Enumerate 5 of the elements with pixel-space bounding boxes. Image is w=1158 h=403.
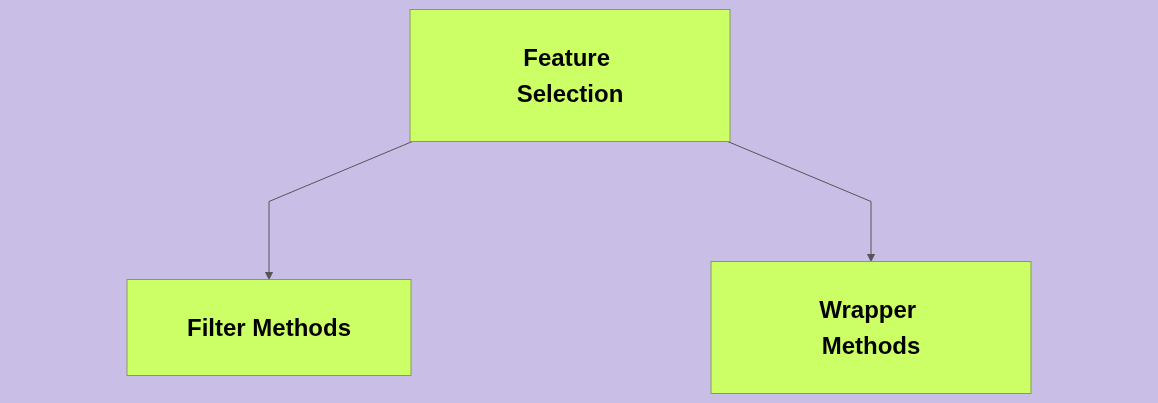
arrow [727,141,876,262]
node-box: Feature Selection [409,9,731,142]
node-box: Wrapper Methods [710,261,1032,394]
node-box: Filter Methods [126,279,412,376]
arrow [264,141,413,280]
